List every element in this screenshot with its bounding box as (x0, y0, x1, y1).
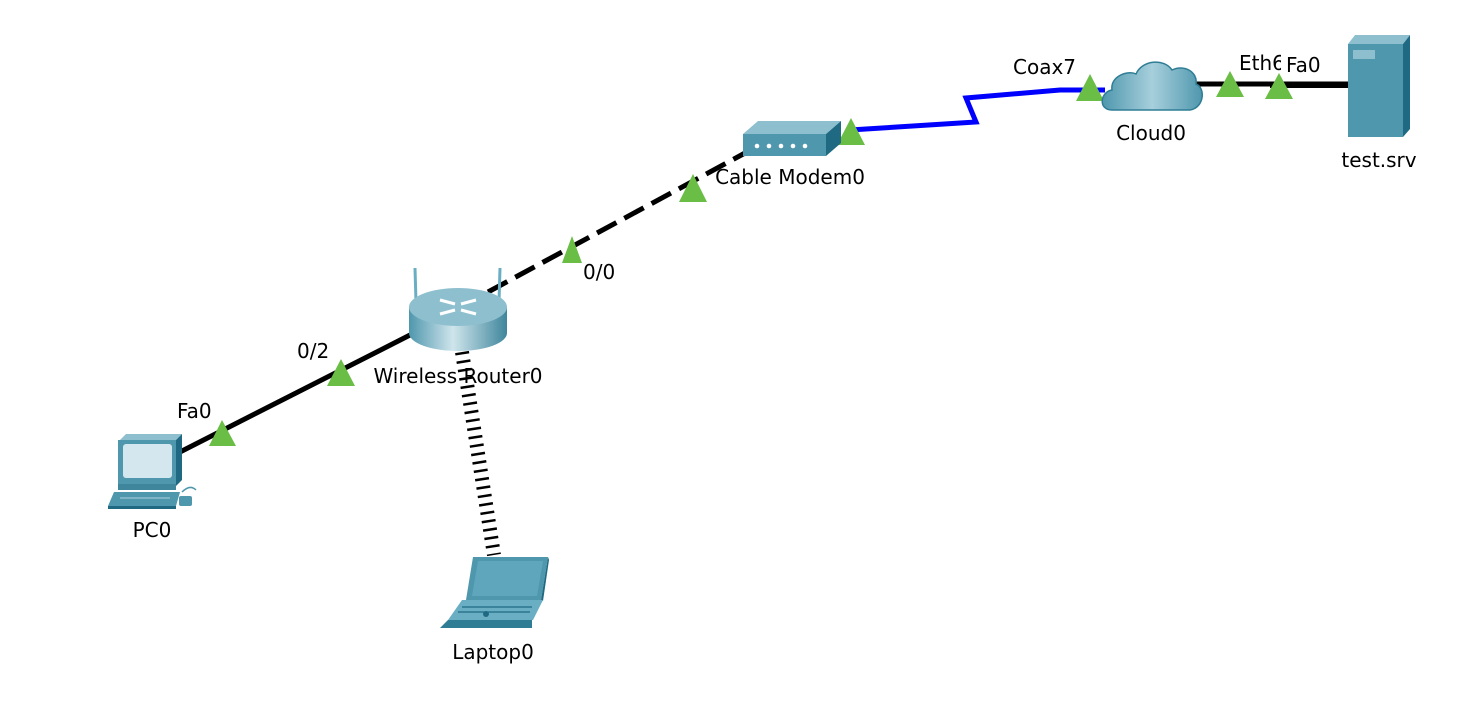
link-modem-cloud-coax[interactable] (849, 87, 1105, 133)
port-label-cloud-eth-clip: Eth6 (1239, 51, 1285, 75)
status-up-icon (1216, 71, 1244, 97)
status-up-icon (327, 359, 355, 386)
device-cloud0[interactable]: Cloud0 (1101, 61, 1203, 145)
port-label-router-02: 0/2 (297, 339, 329, 363)
port-label-server-fa0: Fa0 (1286, 53, 1321, 77)
status-up-icon (837, 118, 865, 145)
cable-modem-icon (743, 121, 841, 156)
desktop-pc-icon (108, 434, 197, 509)
port-label-router-00: 0/0 (583, 260, 615, 284)
device-test-srv[interactable]: test.srv (1341, 35, 1417, 172)
status-up-icon (562, 236, 582, 263)
port-label-cloud-eth: Eth6 (1239, 51, 1285, 75)
device-cable-modem0[interactable]: Cable Modem0 (715, 121, 865, 189)
status-up-icon (1076, 74, 1104, 101)
device-laptop0[interactable]: Laptop0 (440, 557, 549, 664)
status-up-icon (679, 174, 707, 202)
port-label-pc-fa0: Fa0 (177, 399, 212, 423)
device-wireless-router0[interactable]: Wireless Router0 (373, 267, 543, 388)
link-router-laptop-wireless[interactable] (455, 350, 501, 557)
server-icon (1348, 35, 1410, 137)
link-pc-router[interactable] (178, 331, 414, 455)
wireless-router-icon (409, 267, 507, 351)
device-label-cloud0: Cloud0 (1116, 121, 1186, 145)
port-label-cloud-coax7: Coax7 (1013, 55, 1076, 79)
status-up-icon (209, 420, 236, 446)
status-up-icon (1265, 73, 1293, 99)
device-label-wireless-router0: Wireless Router0 (373, 364, 542, 388)
device-label-cable-modem0: Cable Modem0 (715, 165, 865, 189)
link-status-indicators (209, 71, 1293, 446)
laptop-icon (440, 557, 549, 628)
device-label-test-srv: test.srv (1341, 148, 1416, 172)
device-pc0[interactable]: PC0 (108, 434, 197, 542)
cloud-icon (1101, 61, 1203, 111)
device-label-laptop0: Laptop0 (452, 640, 534, 664)
link-router-modem[interactable] (486, 150, 747, 295)
device-label-pc0: PC0 (133, 518, 172, 542)
